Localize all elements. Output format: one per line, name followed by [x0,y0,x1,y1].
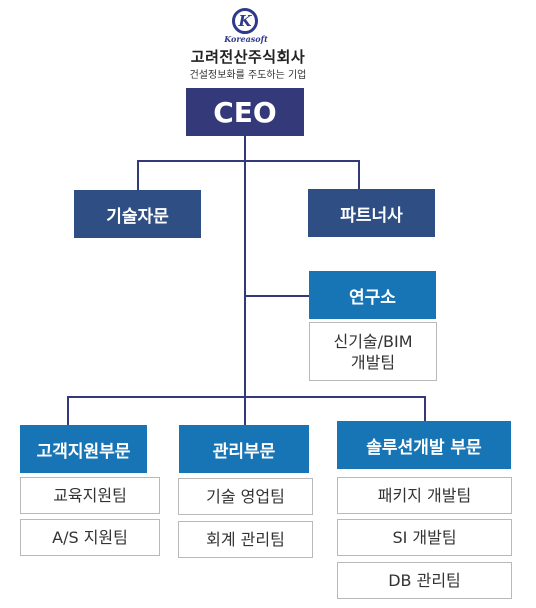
team-box: SI 개발팀 [337,519,512,556]
team-label: 패키지 개발팀 [377,486,472,505]
team-label: SI 개발팀 [392,528,457,547]
team-label: 회계 관리팀 [206,530,285,549]
lab-box: 연구소 [309,271,436,319]
lab-team-box: 신기술/BIM 개발팀 [309,322,437,381]
division-management: 관리부문 [179,425,309,473]
logo-mark: K [238,12,252,30]
lab-team-label: 신기술/BIM 개발팀 [333,331,413,372]
team-box: 교육지원팀 [20,477,160,514]
connector-bottom-horizontal [67,396,426,398]
connector-division1-drop [67,396,69,426]
team-box: DB 관리팀 [337,562,512,599]
team-box: 기술 영업팀 [178,478,313,515]
team-label: DB 관리팀 [388,571,461,590]
connector-main-vertical [244,136,246,398]
company-name: 고려전산주식회사 [190,48,306,66]
division-customer-support: 고객지원부문 [20,425,147,473]
team-box: 회계 관리팀 [178,521,313,558]
company-slogan: 건설정보화를 주도하는 기업 [189,70,307,81]
connector-division2-drop [244,396,246,426]
advisory-box: 기술자문 [74,190,201,238]
team-label: A/S 지원팀 [52,528,128,547]
logo-text: Koreasoft [224,34,268,44]
company-logo: K [232,8,258,34]
team-box: A/S 지원팀 [20,519,160,556]
division-solution-development: 솔루션개발 부문 [337,421,511,469]
team-label: 교육지원팀 [53,486,127,505]
connector-advisory-drop [137,160,139,190]
connector-lab-branch [244,295,310,297]
connector-partner-drop [358,160,360,190]
partner-box: 파트너사 [308,189,435,237]
team-box: 패키지 개발팀 [337,477,512,514]
team-label: 기술 영업팀 [206,487,285,506]
connector-division3-drop [424,396,426,422]
connector-top-horizontal [137,160,360,162]
ceo-box: CEO [186,88,304,136]
